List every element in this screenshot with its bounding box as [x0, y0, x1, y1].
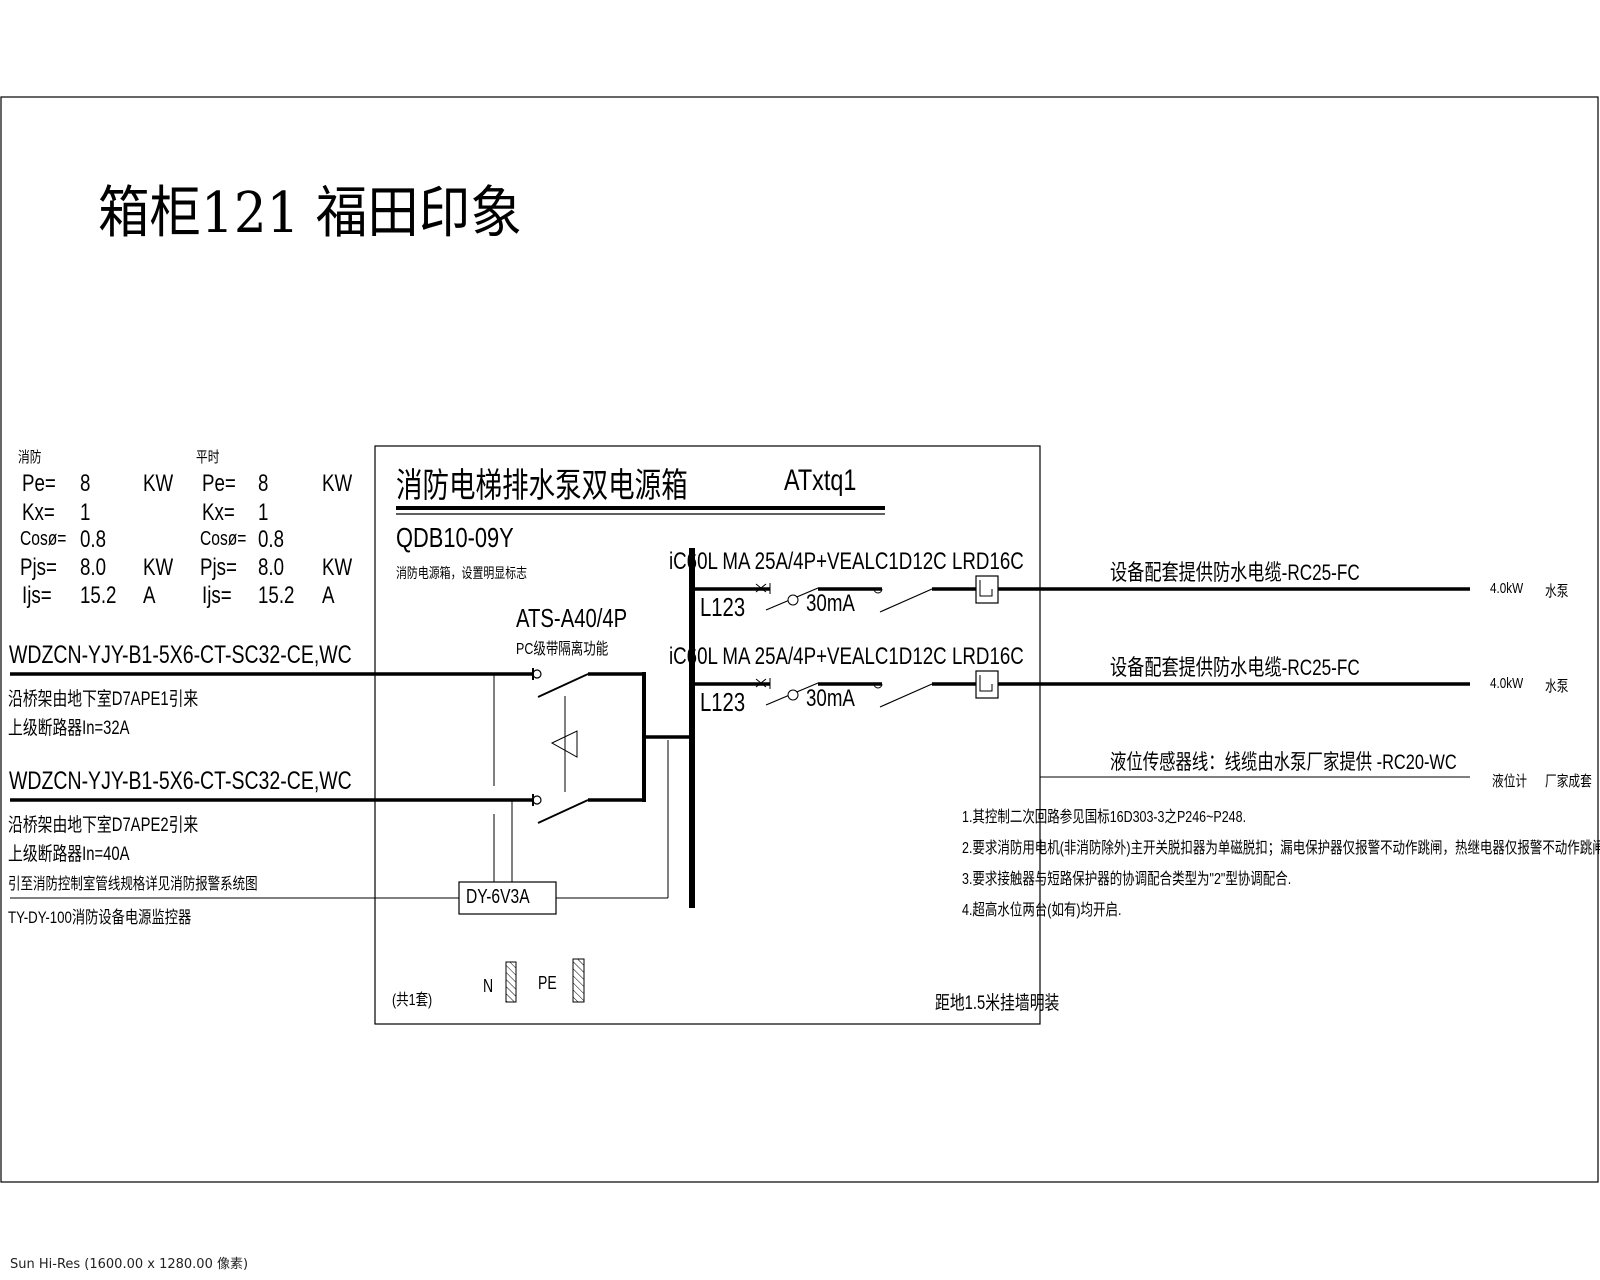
- box-remark: 消防电源箱，设置明显标志: [396, 565, 528, 581]
- ats-note: PC级带隔离功能: [516, 641, 609, 658]
- calc-value: 8: [258, 470, 269, 497]
- n-terminal-label: N: [483, 976, 494, 996]
- box-name: 消防电梯排水泵双电源箱: [396, 467, 688, 505]
- box-enclosure: [374, 445, 1041, 1025]
- note-3: 3.要求接触器与短路保护器的协调配合类型为"2"型协调配合.: [962, 871, 1292, 888]
- monitor-device: TY-DY-100消防设备电源监控器: [8, 908, 192, 927]
- incoming-2-source: 沿桥架由地下室D7APE2引来: [8, 815, 199, 836]
- circuit-2-linework: [692, 670, 1470, 708]
- note-1: 1.其控制二次回路参见国标16D303-3之P246~P248.: [962, 809, 1247, 826]
- calc-value: 8.0: [258, 554, 285, 581]
- page-title: 箱柜121 福田印象: [98, 181, 522, 246]
- pe-terminal-bar: [572, 958, 585, 1003]
- ats-blade-2: [537, 799, 589, 824]
- box-model: QDB10-09Y: [396, 522, 514, 553]
- n-terminal-bar: [505, 961, 517, 1003]
- calc-unit: KW: [143, 554, 174, 581]
- calc-key: Kx=: [202, 499, 235, 526]
- ats-interlock-triangle: [550, 730, 578, 758]
- calc-value: 8.0: [80, 554, 107, 581]
- calc-key: Ijs=: [202, 582, 232, 609]
- calc-key: Cosø=: [20, 528, 67, 550]
- incoming-2-cable: WDZCN-YJY-B1-5X6-CT-SC32-CE,WC: [9, 767, 352, 795]
- calc-key: Pe=: [202, 470, 236, 497]
- circuit-1-leakage: 30mA: [806, 590, 855, 617]
- note-4: 4.超高水位两台(如有)均开启.: [962, 902, 1122, 919]
- calc-normal-heading: 平时: [196, 449, 220, 466]
- circuit-2-power: 4.0kW: [1490, 675, 1524, 692]
- ats-model: ATS-A40/4P: [516, 603, 628, 633]
- circuit-1-breaker: iC60L MA 25A/4P+VEALC1D12C: [669, 548, 947, 575]
- calc-fire-heading: 消防: [18, 449, 42, 466]
- calc-unit: KW: [143, 470, 174, 497]
- circuit-2-leakage: 30mA: [806, 685, 855, 712]
- sensor-device: 液位计: [1492, 773, 1528, 790]
- calc-unit: KW: [322, 470, 353, 497]
- calc-key: Ijs=: [22, 582, 52, 609]
- circuit-1-power: 4.0kW: [1490, 580, 1524, 597]
- calc-value: 15.2: [80, 582, 117, 609]
- circuit-2-breaker: iC60L MA 25A/4P+VEALC1D12C: [669, 643, 947, 670]
- calc-key: Pjs=: [200, 554, 237, 581]
- psu-label: DY-6V3A: [466, 886, 530, 908]
- drawing-frame: [0, 96, 1599, 1183]
- monitor-note: 引至消防控制室管线规格详见消防报警系统图: [8, 876, 258, 893]
- circuit-1-cable: 设备配套提供防水电缆-RC25-FC: [1110, 560, 1360, 585]
- ats-contact-2: [532, 795, 542, 805]
- calc-value: 0.8: [80, 526, 107, 553]
- box-mounting: 距地1.5米挂墙明装: [935, 993, 1060, 1014]
- calc-value: 0.8: [258, 526, 285, 553]
- calc-key: Pe=: [22, 470, 56, 497]
- calc-key: Kx=: [22, 499, 55, 526]
- calc-value: 8: [80, 470, 91, 497]
- calc-key: Cosø=: [200, 528, 247, 550]
- circuit-2-cable: 设备配套提供防水电缆-RC25-FC: [1110, 655, 1360, 680]
- ats-contact-1: [532, 669, 542, 679]
- calc-unit: KW: [322, 554, 353, 581]
- note-2: 2.要求消防用电机(非消防除外)主开关脱扣器为单磁脱扣；漏电保护器仅报警不动作跳…: [962, 840, 1600, 857]
- incoming-1-cable: WDZCN-YJY-B1-5X6-CT-SC32-CE,WC: [9, 641, 352, 669]
- pe-terminal-label: PE: [538, 973, 557, 993]
- ats-blade-1: [537, 673, 589, 698]
- circuit-2-load: 水泵: [1545, 678, 1569, 695]
- circuit-1-phase: L123: [700, 592, 746, 622]
- incoming-2-breaker: 上级断路器In=40A: [8, 844, 130, 865]
- circuit-1-linework: [692, 575, 1470, 613]
- viewer-status-bar: Sun Hi-Res (1600.00 x 1280.00 像素): [10, 1257, 249, 1272]
- circuit-2-phase: L123: [700, 687, 746, 717]
- box-quantity: (共1套): [392, 992, 433, 1009]
- circuit-2-relay: LRD16C: [952, 643, 1024, 670]
- calc-value: 1: [258, 499, 269, 526]
- calc-key: Pjs=: [20, 554, 57, 581]
- incoming-1-breaker: 上级断路器In=32A: [8, 718, 130, 739]
- incoming-1-source: 沿桥架由地下室D7APE1引来: [8, 689, 199, 710]
- calc-value: 15.2: [258, 582, 295, 609]
- calc-unit: A: [143, 582, 156, 609]
- circuit-1-relay: LRD16C: [952, 548, 1024, 575]
- sensor-cable: 液位传感器线：线缆由水泵厂家提供 -RC20-WC: [1110, 751, 1457, 774]
- sensor-supplier: 厂家成套: [1545, 773, 1592, 790]
- calc-unit: A: [322, 582, 335, 609]
- calc-value: 1: [80, 499, 91, 526]
- box-code: ATxtq1: [784, 464, 857, 497]
- circuit-1-load: 水泵: [1545, 583, 1569, 600]
